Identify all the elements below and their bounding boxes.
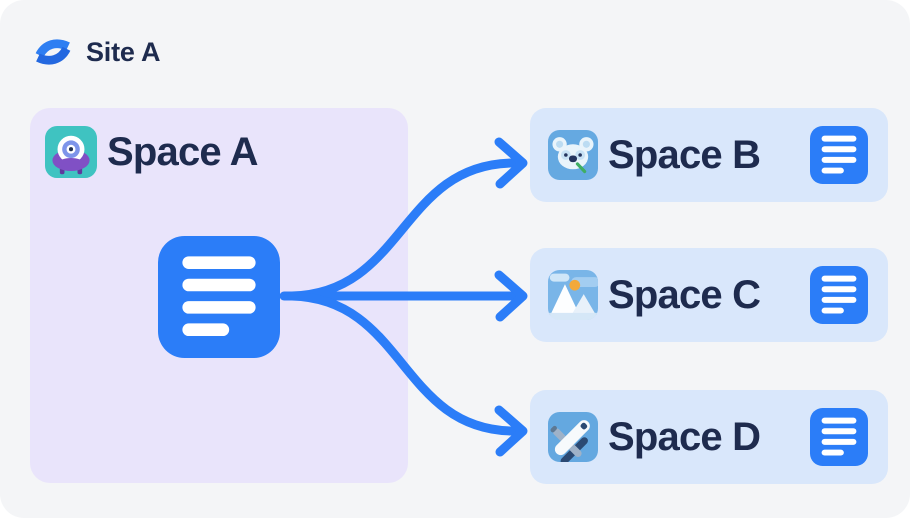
document-icon [810,266,868,324]
arrowhead-space-c [494,270,528,322]
target-space-card-d: Space D [530,390,888,484]
site-header: Site A [34,33,161,71]
site-title: Site A [86,36,161,67]
airplane-avatar-icon [548,412,598,462]
source-space-label: Space A [107,129,259,174]
alien-avatar-icon [45,126,97,178]
arrowhead-space-d [494,405,528,457]
document-icon [810,408,868,466]
arrowhead-space-b [494,137,528,189]
target-space-label: Space B [608,132,761,177]
target-space-label: Space C [608,272,761,317]
confluence-logo-icon [34,33,72,71]
source-space-header: Space A [45,126,259,178]
koala-avatar-icon [548,130,598,180]
target-space-card-b: Space B [530,108,888,202]
document-icon [158,236,280,358]
document-icon [810,126,868,184]
target-space-card-c: Space C [530,248,888,342]
target-space-label: Space D [608,414,761,459]
mountains-avatar-icon [548,270,598,320]
